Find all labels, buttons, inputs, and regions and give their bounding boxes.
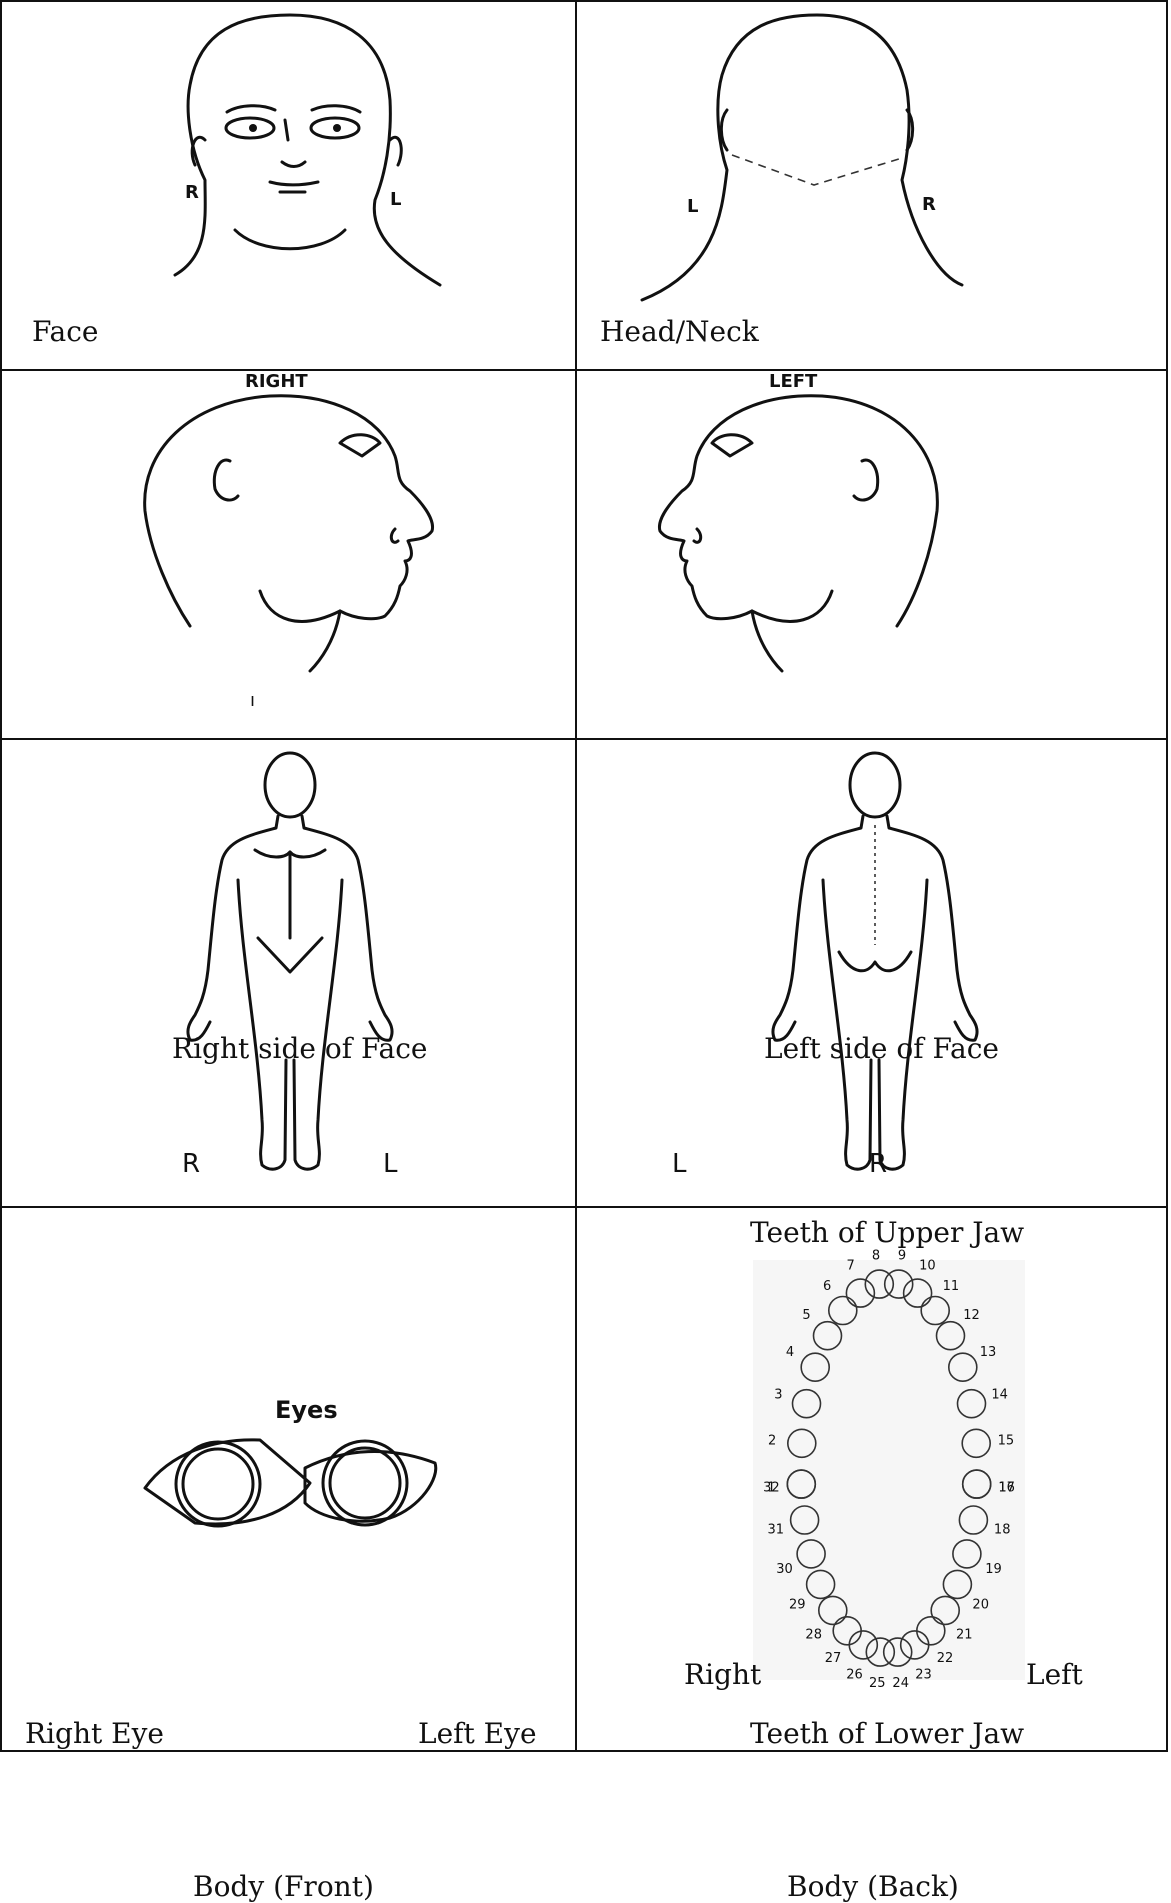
tooth-number: 32 [763, 1481, 780, 1496]
eyes-illustration: Eyes [0, 1208, 575, 1752]
body-front-right-mark: R [182, 1149, 200, 1179]
tooth-26: 26 [846, 1631, 877, 1683]
tooth-23: 23 [901, 1631, 932, 1683]
tooth-number: 27 [825, 1651, 842, 1666]
tooth-number: 24 [892, 1676, 909, 1691]
right-side-heading: RIGHT [245, 371, 308, 392]
left-eye-label: Left Eye [418, 1720, 537, 1748]
tooth-number: 10 [919, 1259, 936, 1274]
tooth-number: 12 [963, 1308, 980, 1323]
svg-text:ı: ı [250, 690, 255, 711]
left-side-heading: LEFT [769, 371, 818, 392]
tooth-number: 4 [786, 1345, 794, 1360]
tooth-number: 15 [998, 1433, 1015, 1448]
tooth-number: 26 [846, 1668, 863, 1683]
tooth-11: 11 [921, 1279, 959, 1325]
tooth-28: 28 [805, 1596, 846, 1642]
tooth-12: 12 [937, 1308, 980, 1350]
tooth-number: 17 [998, 1481, 1015, 1496]
right-profile-illustration: RIGHT ı [0, 371, 575, 738]
tooth-number: 14 [991, 1387, 1008, 1402]
tooth-20: 20 [943, 1570, 989, 1612]
teeth-left-label: Left [1026, 1661, 1083, 1689]
eyes-heading: Eyes [275, 1396, 338, 1424]
head-neck-label: Head/Neck [600, 318, 759, 346]
teeth-right-label: Right [684, 1661, 761, 1689]
head-back-illustration: L R [577, 0, 1168, 369]
tooth-number: 18 [994, 1523, 1011, 1538]
tooth-9: 9 [885, 1248, 913, 1298]
tooth-31: 31 [768, 1506, 819, 1538]
teeth-lower-label: Teeth of Lower Jaw [750, 1720, 1024, 1748]
body-back-left-mark: L [672, 1149, 687, 1179]
face-front-illustration: R L [0, 0, 575, 369]
tooth-number: 20 [972, 1597, 989, 1612]
tooth-number: 23 [915, 1668, 932, 1683]
tooth-number: 2 [768, 1433, 776, 1448]
tooth-number: 5 [802, 1308, 810, 1323]
body-back-label: Body (Back) [787, 1873, 959, 1901]
tooth-32: 32 [763, 1470, 815, 1498]
tooth-18: 18 [959, 1506, 1010, 1538]
tooth-number: 3 [774, 1387, 782, 1402]
left-profile-illustration: LEFT [577, 371, 1168, 738]
tooth-number: 8 [872, 1248, 880, 1263]
tooth-14: 14 [958, 1387, 1008, 1417]
tooth-13: 13 [949, 1345, 996, 1381]
face-right-mark: R [185, 182, 199, 203]
tooth-number: 9 [898, 1248, 906, 1263]
face-label: Face [32, 318, 98, 346]
tooth-4: 4 [786, 1345, 829, 1381]
tooth-number: 11 [943, 1279, 960, 1294]
right-eye-label: Right Eye [25, 1720, 164, 1748]
body-front-left-mark: L [383, 1149, 398, 1179]
body-front-illustration: R L [0, 740, 575, 1206]
tooth-number: 13 [980, 1345, 997, 1360]
body-back-right-mark: R [869, 1149, 887, 1179]
head-neck-left-mark: L [687, 196, 698, 217]
tooth-2: 2 [768, 1429, 816, 1457]
tooth-21: 21 [931, 1596, 972, 1642]
tooth-6: 6 [823, 1279, 857, 1325]
tooth-number: 19 [985, 1562, 1002, 1577]
tooth-number: 30 [776, 1562, 793, 1577]
body-front-label: Body (Front) [193, 1873, 374, 1901]
tooth-number: 31 [768, 1523, 785, 1538]
face-left-mark: L [390, 189, 401, 210]
tooth-3: 3 [774, 1387, 820, 1417]
tooth-number: 7 [846, 1259, 854, 1274]
tooth-number: 25 [869, 1676, 886, 1691]
tooth-5: 5 [802, 1308, 841, 1350]
tooth-number: 28 [805, 1628, 822, 1643]
tooth-number: 21 [956, 1628, 973, 1643]
tooth-17: 17 [963, 1470, 1015, 1498]
tooth-number: 22 [937, 1651, 954, 1666]
body-back-illustration: L R [577, 740, 1168, 1206]
tooth-10: 10 [904, 1259, 936, 1307]
head-neck-right-mark: R [922, 194, 936, 215]
tooth-15: 15 [962, 1429, 1014, 1457]
tooth-number: 6 [823, 1279, 831, 1294]
tooth-number: 29 [789, 1597, 806, 1612]
tooth-29: 29 [789, 1570, 835, 1612]
